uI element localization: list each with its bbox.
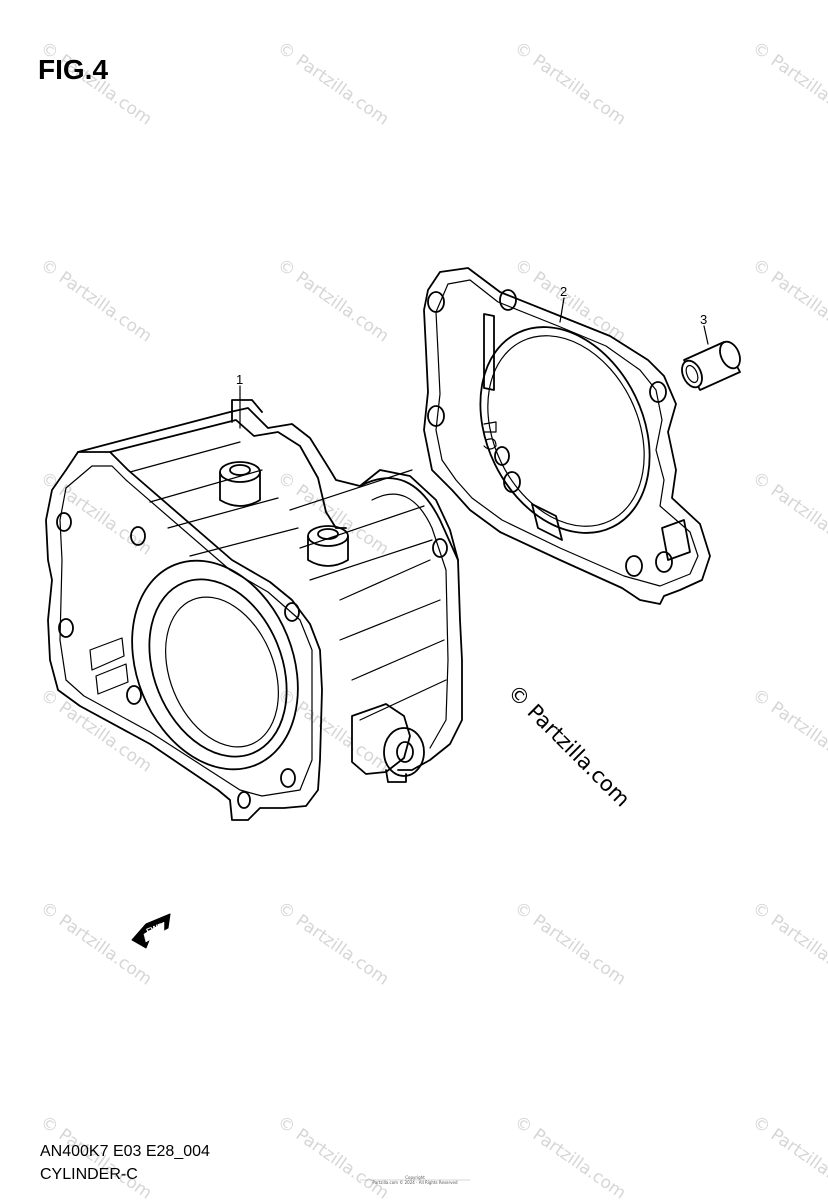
gasket-slot (531, 503, 563, 541)
dowel-pin-bore (685, 364, 699, 384)
gasket-bolt-hole (503, 471, 521, 493)
cylinder-top-body (77, 407, 459, 561)
diagram-code: AN400K7 E03 E28_004 (40, 1143, 210, 1160)
gasket-slot (661, 519, 691, 561)
cylinder-top-boss-side (219, 471, 261, 507)
cylinder-stud-boss (231, 399, 263, 423)
cylinder-side-port (351, 703, 411, 775)
cylinder-rear-flange-inner (371, 493, 449, 749)
callout-number-1: 1 (236, 372, 244, 387)
cylinder-side-port-face (383, 727, 425, 777)
gasket-inner-edge (435, 279, 699, 587)
bolt-hole (237, 791, 251, 809)
cylinder-bore-inner (148, 578, 288, 758)
cylinder-top-boss-hole (229, 464, 251, 476)
bolt-hole (284, 602, 300, 622)
cylinder-top-edge (109, 419, 347, 529)
cylinder-rear-flange (359, 477, 463, 771)
gasket-outline (423, 267, 711, 605)
gasket-bolt-hole (427, 405, 445, 427)
copyright-line-2: Partzilla.com © 2024 - All Rights Reserv… (372, 1180, 458, 1185)
gasket-bore-inner (487, 335, 645, 527)
gasket-bolt-hole (427, 291, 445, 313)
callout-number-2: 2 (560, 284, 568, 299)
dowel-pin-end (719, 340, 741, 370)
bolt-hole (280, 768, 296, 788)
bolt-hole (56, 512, 72, 532)
gasket-bolt-hole (649, 381, 667, 403)
fwd-arrow-icon (131, 913, 171, 949)
gasket-bolt-hole (625, 555, 643, 577)
cylinder-side-port-neck (385, 769, 407, 783)
diagram-title: CYLINDER-C (40, 1166, 138, 1183)
cylinder-bore-outer (131, 559, 299, 771)
part-head-gasket[interactable] (423, 267, 711, 605)
cylinder-rib (289, 469, 433, 581)
gasket-bolt-hole (494, 446, 510, 466)
cylinder-top-boss-hole (317, 528, 339, 540)
bolt-hole (432, 538, 448, 558)
cylinder-top-boss-side (307, 535, 349, 567)
cylinder-front-flange (45, 451, 323, 821)
cylinder-bore-liner (165, 596, 279, 748)
callout-number-3: 3 (700, 312, 708, 327)
callout-leader-2 (559, 297, 565, 323)
gasket-slot (483, 313, 495, 391)
gasket-bolt-hole (655, 551, 673, 573)
part-dowel-pin[interactable] (678, 339, 744, 391)
gasket-marking (483, 421, 497, 450)
cylinder-side-port-hole (396, 741, 414, 763)
bolt-hole (126, 685, 142, 705)
copyright-notice: Copyright Partzilla.com © 2024 - All Rig… (360, 1175, 470, 1185)
copyright-line-1: Copyright (405, 1175, 425, 1180)
gasket-bolt-hole (499, 289, 517, 311)
gasket-bore (479, 326, 651, 534)
cylinder-rib (129, 441, 299, 557)
callout-leader-3 (703, 325, 709, 345)
cylinder-oil-slot (89, 637, 129, 695)
cylinder-flange-inner (59, 465, 313, 797)
bolt-hole (58, 618, 74, 638)
bolt-hole (130, 526, 146, 546)
figure-label: FIG.4 (38, 54, 109, 85)
cylinder-rear-rib (339, 559, 447, 721)
part-cylinder[interactable] (45, 399, 463, 821)
